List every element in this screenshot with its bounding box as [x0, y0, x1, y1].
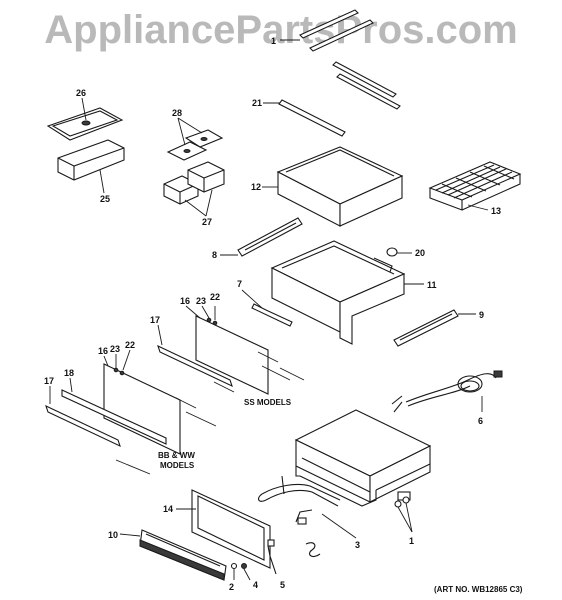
caption-bb-ww-line2: MODELS — [160, 461, 195, 470]
part-28-small-lids — [166, 117, 224, 161]
callout-3: 3 — [355, 540, 360, 550]
callout-12: 12 — [251, 182, 261, 192]
callout-23-ss: 23 — [196, 296, 206, 306]
part-9-side-rail — [393, 309, 476, 347]
caption-bb-ww-line1: BB & WW — [158, 451, 195, 460]
callout-25: 25 — [100, 194, 110, 204]
part-6-power-cord — [391, 370, 503, 413]
ss-front-panel — [157, 305, 305, 395]
warming-drawer-housing — [294, 409, 432, 507]
callout-1-bottom: 1 — [409, 536, 414, 546]
callout-20: 20 — [415, 248, 425, 258]
part-10-front-cover — [119, 529, 227, 581]
callout-18: 18 — [64, 368, 74, 378]
part-12-drawer-pan — [262, 146, 404, 227]
callout-4: 4 — [253, 580, 258, 590]
callout-1-top: 1 — [271, 36, 276, 46]
part-20-bumper — [386, 247, 412, 257]
callout-22-bb: 22 — [125, 340, 135, 350]
callout-8: 8 — [212, 250, 217, 260]
callout-17-bb: 17 — [44, 376, 54, 386]
caption-ss-models: SS MODELS — [244, 398, 292, 407]
callout-7: 7 — [237, 279, 242, 289]
part-8-slide-rail — [220, 217, 303, 257]
callout-2: 2 — [229, 582, 234, 592]
watermark-logo: AppliancePartsPros.com — [44, 8, 518, 52]
part-25-pan — [57, 139, 125, 194]
part-1-screws — [394, 496, 413, 533]
part-14-gasket — [176, 489, 271, 569]
callout-14: 14 — [163, 504, 173, 514]
part-7-bracket — [241, 289, 293, 327]
part-3-heating-element — [257, 475, 357, 539]
callout-23-bb: 23 — [110, 344, 120, 354]
callout-10: 10 — [108, 530, 118, 540]
callout-16-bb: 16 — [98, 346, 108, 356]
callout-numbers: 1 21 26 25 28 27 12 13 8 20 7 11 9 16 23… — [44, 36, 501, 592]
callout-26: 26 — [76, 88, 86, 98]
callout-17-ss: 17 — [150, 315, 160, 325]
part-11-drawer-frame — [270, 240, 424, 345]
callout-27: 27 — [202, 217, 212, 227]
callout-22-ss: 22 — [210, 292, 220, 302]
callout-6: 6 — [478, 416, 483, 426]
part-2-4-5-hardware — [230, 539, 321, 581]
callout-21: 21 — [252, 98, 262, 108]
callout-28: 28 — [172, 108, 182, 118]
part-13-wire-rack — [428, 161, 522, 211]
art-number: (ART NO. WB12865 C3) — [434, 585, 523, 594]
callout-11: 11 — [427, 280, 437, 290]
part-21-rail — [263, 99, 346, 137]
part-1-top-rails — [280, 9, 401, 110]
callout-13: 13 — [491, 206, 501, 216]
callout-9: 9 — [479, 310, 484, 320]
bb-ww-front-panel — [45, 349, 217, 475]
part-27-small-pans — [163, 161, 225, 217]
callout-16-ss: 16 — [180, 296, 190, 306]
callout-5: 5 — [280, 580, 285, 590]
part-26-lid — [46, 97, 124, 141]
